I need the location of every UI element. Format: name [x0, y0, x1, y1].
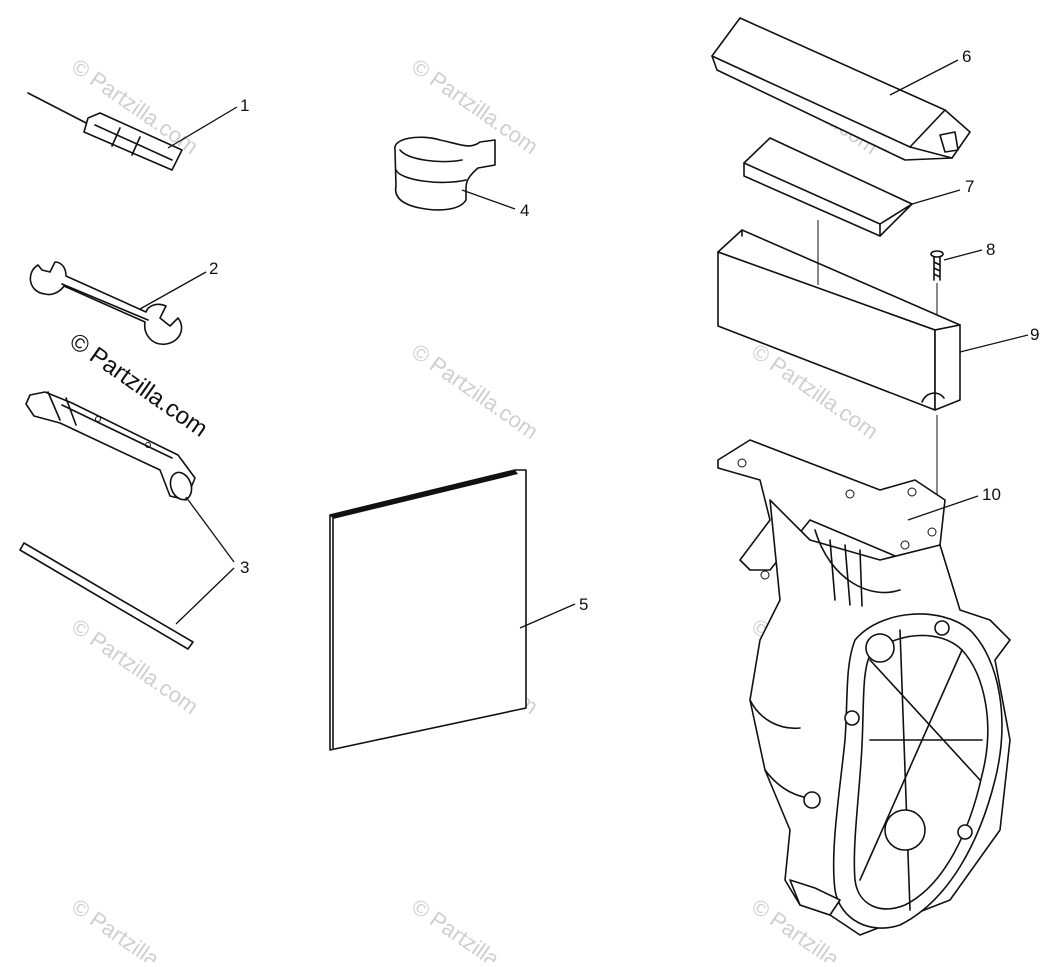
callout-2: 2	[209, 259, 218, 278]
callout-10: 10	[982, 485, 1001, 504]
screw-part: 8	[930, 240, 995, 320]
spark-plug-wrench-part	[25, 391, 196, 501]
watermark: © Partzilla.com	[67, 894, 203, 962]
tape-roll-part: 4	[394, 136, 529, 220]
callout-5: 5	[579, 595, 588, 614]
watermark: © Partzilla.com	[407, 339, 543, 445]
wrench-part: 2	[29, 259, 218, 345]
screwdriver-part: 1	[27, 92, 249, 171]
callout-8: 8	[986, 240, 995, 259]
owners-manual-part: 5	[329, 469, 588, 751]
callout-4: 4	[520, 201, 529, 220]
toolbox-part: 9	[717, 220, 1039, 535]
foam-pad-part: 7	[743, 137, 974, 237]
watermark: © Partzilla.com	[67, 614, 203, 720]
callout-9: 9	[1030, 325, 1039, 344]
toolbox-lid-part: 6	[711, 17, 971, 161]
tommy-bar-part: 3	[19, 496, 249, 650]
callout-7: 7	[965, 177, 974, 196]
callout-6: 6	[962, 47, 971, 66]
housing-part	[749, 499, 1011, 936]
callout-3: 3	[240, 558, 249, 577]
watermark: © Partzilla.com	[407, 894, 543, 962]
callout-1: 1	[240, 96, 249, 115]
